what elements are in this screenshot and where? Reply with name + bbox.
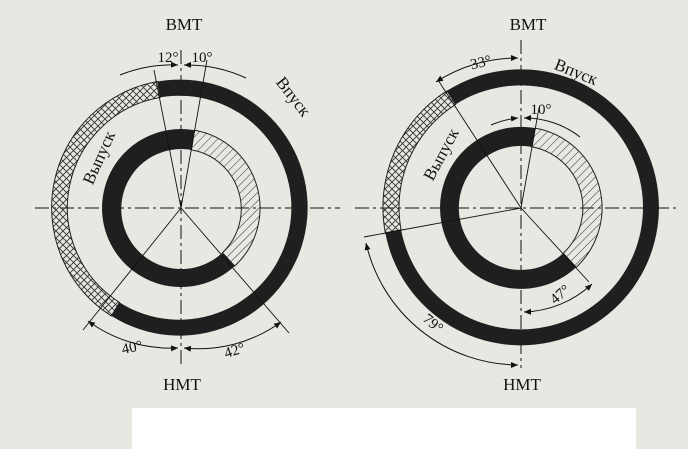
diagram-left: ВМТ НМТ Впуск Выпуск 12° 10° 40° 42° (35, 15, 340, 394)
blank-region (132, 408, 636, 449)
angle-label: 47° (547, 282, 573, 308)
radial-line (180, 207, 290, 334)
angle-arc (435, 54, 519, 83)
angle-label: 42° (222, 340, 247, 362)
radial-line (437, 79, 522, 209)
intake-phase-band (111, 79, 308, 336)
angle-arc (183, 321, 282, 352)
inner-hatched-band (190, 129, 261, 267)
bdc-label: НМТ (503, 375, 541, 394)
radial-line (82, 207, 182, 331)
angle-label: 33° (469, 53, 493, 74)
angle-label: 12° (158, 50, 179, 66)
angle-arc (490, 115, 519, 126)
intake-label: Впуск (272, 73, 315, 121)
bdc-label: НМТ (163, 375, 201, 394)
angle-arc (183, 61, 247, 79)
angle-arc (87, 320, 179, 352)
radial-line (520, 207, 590, 283)
angle-arc (523, 283, 593, 315)
angle-label: 40° (120, 338, 144, 358)
tdc-label: ВМТ (166, 15, 203, 34)
radial-line (180, 59, 208, 209)
tdc-label: ВМТ (510, 15, 547, 34)
radial-line (363, 207, 522, 238)
angle-label: 10° (192, 50, 213, 66)
radial-line (153, 69, 182, 209)
angle-arc (523, 114, 581, 138)
inner-black-band (440, 126, 577, 289)
radial-line (520, 107, 540, 209)
inner-hatched-band (531, 127, 603, 268)
diagram-right: ВМТ НМТ Впуск Выпуск 33° 10° 79° 47° (355, 15, 680, 394)
angle-arc (364, 242, 519, 368)
angle-label: 10° (531, 102, 552, 118)
angle-arc (119, 61, 179, 76)
inner-black-band (102, 129, 235, 288)
